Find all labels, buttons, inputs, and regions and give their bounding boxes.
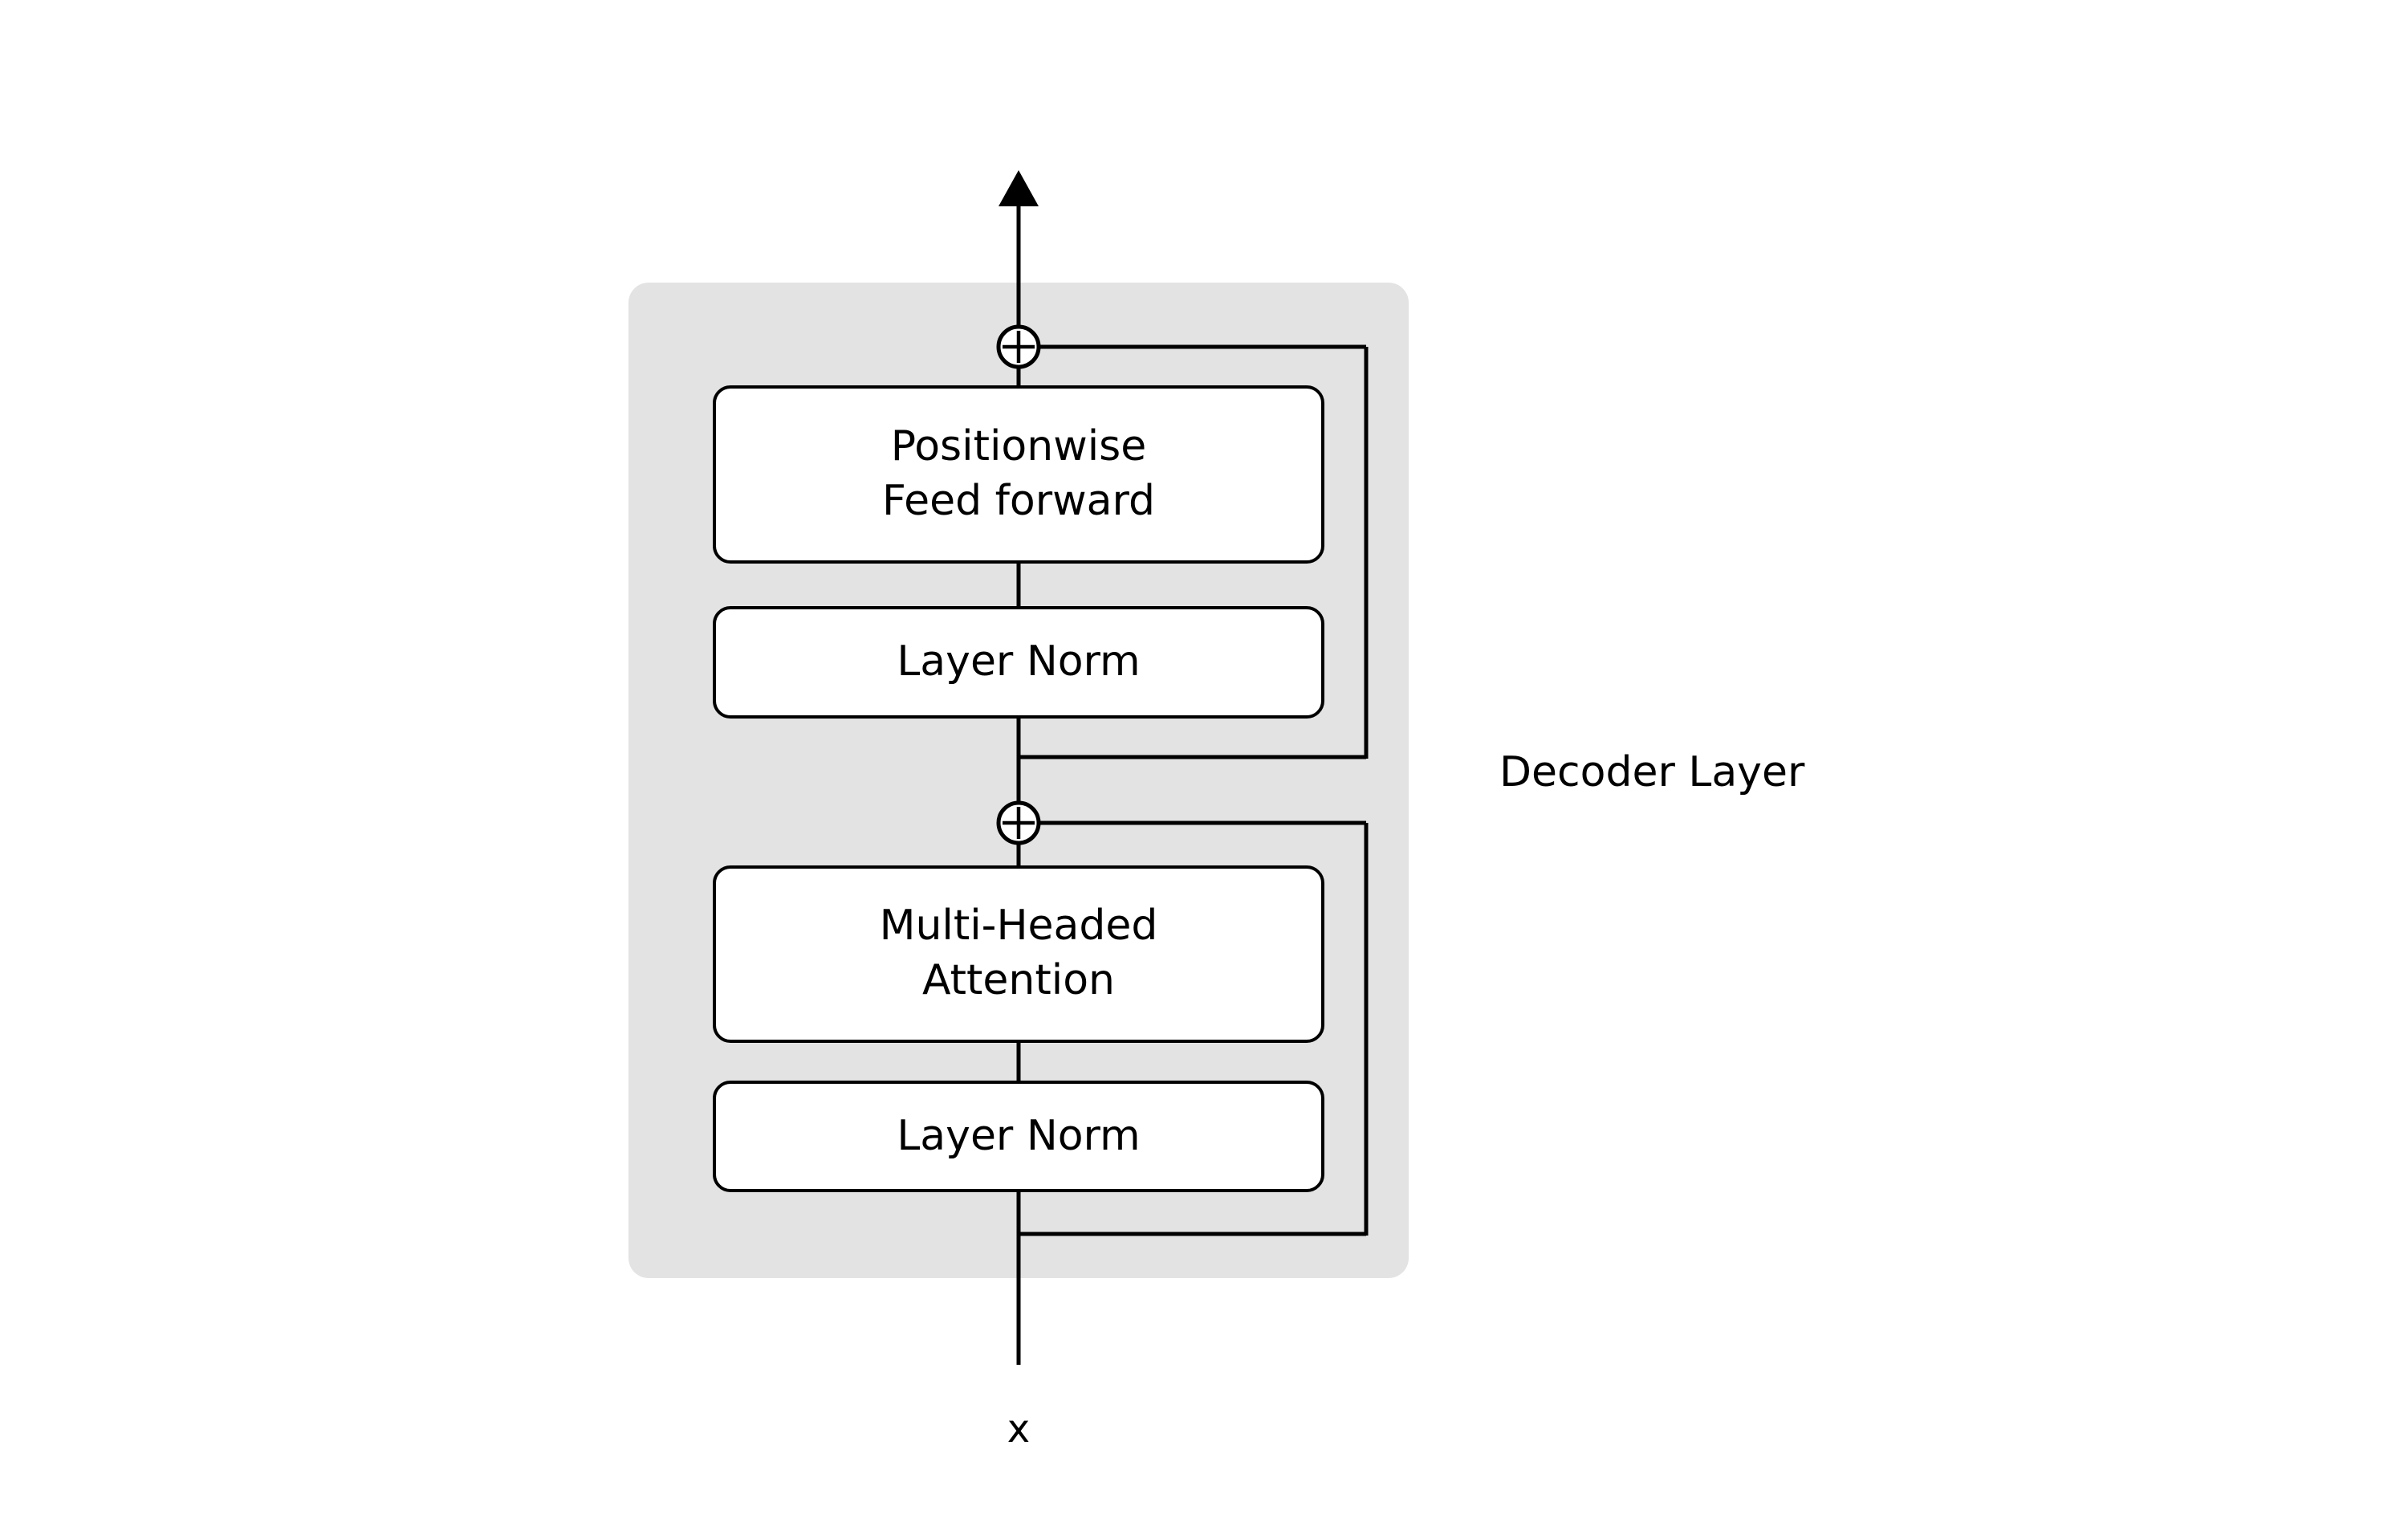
block-layer-norm-bottom[interactable]: Layer Norm — [713, 1081, 1324, 1192]
block-layer-norm-top-rect — [713, 606, 1324, 719]
block-multi-headed-attention[interactable]: Multi-Headed Attention — [713, 865, 1324, 1043]
block-multi-headed-attention-rect — [713, 865, 1324, 1043]
block-positionwise-feed-forward[interactable]: Positionwise Feed forward — [713, 385, 1324, 564]
block-layer-norm-bottom-label: Layer Norm — [897, 1112, 1140, 1160]
add-icon-bottom[interactable] — [996, 800, 1041, 845]
decoder-layer-group-label: Decoder Layer — [1499, 748, 1805, 796]
block-positionwise-feed-forward-rect — [713, 385, 1324, 564]
block-layer-norm-top-label: Layer Norm — [897, 637, 1140, 686]
add-icon-top[interactable] — [996, 324, 1041, 369]
block-positionwise-feed-forward-label-line1: Positionwise — [891, 422, 1147, 470]
block-layer-norm-bottom-rect — [713, 1081, 1324, 1192]
block-layer-norm-top[interactable]: Layer Norm — [713, 606, 1324, 719]
input-label-x: x — [1007, 1407, 1030, 1451]
block-multi-headed-attention-label-line2: Attention — [922, 956, 1115, 1004]
block-positionwise-feed-forward-label-line2: Feed forward — [882, 477, 1155, 525]
block-multi-headed-attention-label-line1: Multi-Headed — [880, 902, 1158, 950]
